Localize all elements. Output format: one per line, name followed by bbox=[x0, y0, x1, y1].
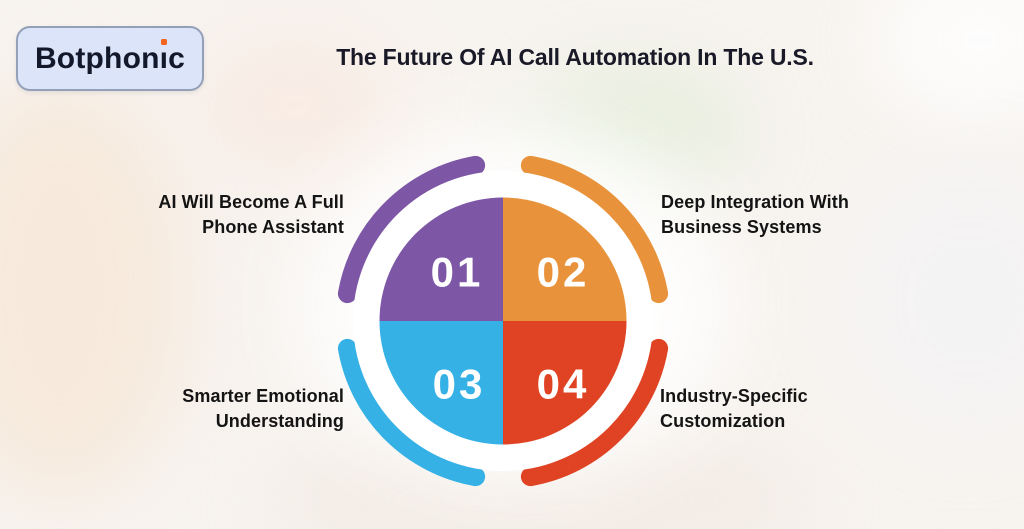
quadrant-wedge-01 bbox=[379, 197, 503, 321]
page-title: The Future Of AI Call Automation In The … bbox=[336, 44, 814, 70]
label-line: Industry-Specific bbox=[660, 386, 808, 406]
backdrop-blob bbox=[190, 30, 400, 180]
quadrant-number-03: 03 bbox=[433, 361, 486, 408]
logo-text-part2: c bbox=[168, 41, 186, 75]
label-line: Deep Integration With bbox=[661, 192, 849, 212]
arc-segment-01 bbox=[337, 155, 486, 304]
quadrant-number-02: 02 bbox=[537, 249, 590, 296]
label-line: Customization bbox=[660, 411, 786, 431]
arc-segment-03 bbox=[337, 338, 486, 487]
white-ring bbox=[353, 171, 653, 471]
label-line: Business Systems bbox=[661, 217, 822, 237]
label-quadrant-03: Smarter Emotional Understanding bbox=[60, 384, 344, 434]
label-line: Phone Assistant bbox=[202, 217, 344, 237]
logo-letter-i: ı bbox=[160, 38, 169, 74]
label-line: Understanding bbox=[215, 411, 344, 431]
label-quadrant-02: Deep Integration With Business Systems bbox=[661, 190, 971, 240]
logo-text-part1: Botphon bbox=[34, 41, 160, 75]
label-line: Smarter Emotional bbox=[182, 386, 344, 406]
label-quadrant-01: AI Will Become A Full Phone Assistant bbox=[62, 190, 344, 240]
quadrant-wedge-02 bbox=[503, 197, 627, 321]
logo-i-dot bbox=[160, 38, 167, 45]
arc-segment-04 bbox=[520, 338, 669, 487]
quadrant-number-04: 04 bbox=[537, 361, 590, 408]
arc-segment-02 bbox=[520, 155, 669, 304]
quadrant-number-01: 01 bbox=[431, 249, 484, 296]
label-line: AI Will Become A Full bbox=[158, 192, 344, 212]
quadrant-wedge-03 bbox=[379, 321, 503, 445]
quadrant-wedge-04 bbox=[503, 321, 627, 445]
label-quadrant-04: Industry-Specific Customization bbox=[660, 384, 970, 434]
